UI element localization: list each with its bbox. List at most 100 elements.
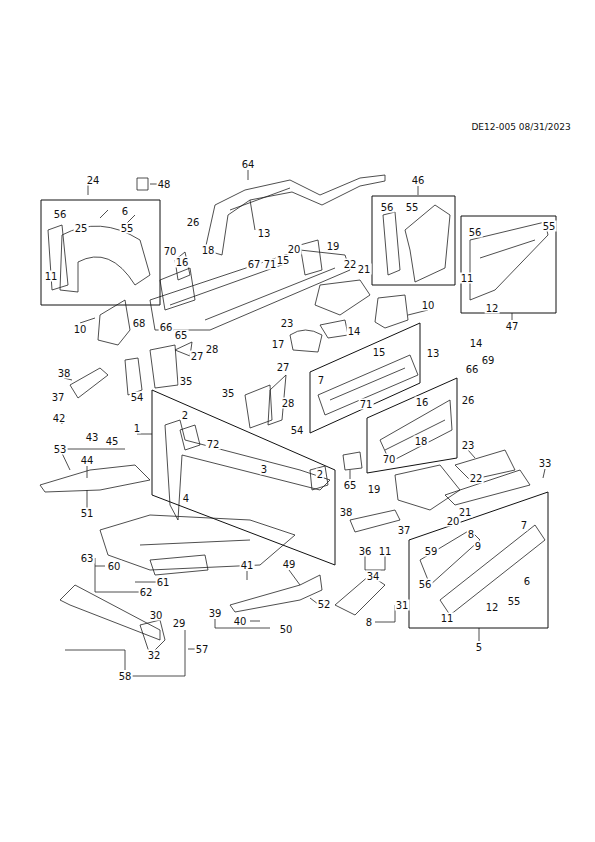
callout-number: 61 xyxy=(156,577,171,588)
callout-number: 56 xyxy=(468,227,483,238)
callout-number: 12 xyxy=(485,602,500,613)
callout-number: 71 xyxy=(359,399,374,410)
callout-number: 7 xyxy=(520,520,528,531)
callout-number: 51 xyxy=(80,508,95,519)
callout-number: 22 xyxy=(343,259,358,270)
callout-number: 65 xyxy=(343,480,358,491)
callout-number: 58 xyxy=(118,671,133,682)
callout-number: 31 xyxy=(395,600,410,611)
callout-number: 57 xyxy=(195,644,210,655)
callout-number: 19 xyxy=(326,241,341,252)
callout-number: 72 xyxy=(206,439,221,450)
group-frame: 1315771 xyxy=(310,323,420,433)
callout-number: 35 xyxy=(221,388,236,399)
callout-number: 54 xyxy=(130,392,145,403)
callout-number: 16 xyxy=(415,397,430,408)
callout-number: 20 xyxy=(287,244,302,255)
callout-number: 28 xyxy=(281,398,296,409)
callout-number: 18 xyxy=(414,436,429,447)
callout-number: 38 xyxy=(339,507,354,518)
callout-number: 45 xyxy=(105,436,120,447)
frame-outline xyxy=(409,492,548,628)
callout-number: 39 xyxy=(208,608,223,619)
frame-outline xyxy=(152,390,335,565)
group-frame: 465655 xyxy=(372,196,455,285)
frame-outline xyxy=(367,378,457,473)
callout-number: 50 xyxy=(279,624,294,635)
callout-number: 26 xyxy=(461,395,476,406)
callout-number: 19 xyxy=(367,484,382,495)
callout-number: 55 xyxy=(405,202,420,213)
callout-number: 23 xyxy=(280,318,295,329)
callout-number: 34 xyxy=(366,571,381,582)
callout-number: 38 xyxy=(57,368,72,379)
callout-number: 49 xyxy=(282,559,297,570)
callout-number: 8 xyxy=(467,529,475,540)
callout-number: 10 xyxy=(73,324,88,335)
callout-number: 5 xyxy=(475,642,483,653)
group-frame: 578959566551112 xyxy=(409,492,548,628)
callout-number: 37 xyxy=(51,392,66,403)
callout-number: 66 xyxy=(465,364,480,375)
callout-number: 6 xyxy=(121,206,129,217)
callout-number: 29 xyxy=(172,618,187,629)
callout-number: 44 xyxy=(80,455,95,466)
callout-number: 10 xyxy=(421,300,436,311)
callout-number: 67 xyxy=(247,259,262,270)
callout-number: 17 xyxy=(271,339,286,350)
callout-number: 70 xyxy=(382,454,397,465)
callout-number: 11 xyxy=(378,546,393,557)
callout-number: 40 xyxy=(233,616,248,627)
document-code: DE12-005 08/31/2023 xyxy=(470,122,571,133)
callout-number: 30 xyxy=(149,610,164,621)
callout-number: 15 xyxy=(276,255,291,266)
callout-number: 3 xyxy=(260,464,268,475)
callout-number: 70 xyxy=(163,246,178,257)
callout-number: 1 xyxy=(133,423,141,434)
callout-number: 56 xyxy=(380,202,395,213)
callout-number: 13 xyxy=(257,228,272,239)
callout-number: 48 xyxy=(157,179,172,190)
frame-outline xyxy=(310,323,420,433)
callout-number: 37 xyxy=(397,525,412,536)
callout-number: 35 xyxy=(179,376,194,387)
callout-number: 32 xyxy=(147,650,162,661)
callout-number: 2 xyxy=(181,410,189,421)
callout-number: 4 xyxy=(182,493,190,504)
callout-number: 43 xyxy=(85,432,100,443)
callout-number: 65 xyxy=(174,330,189,341)
group-frame: 4756551112 xyxy=(461,216,556,313)
callout-number: 55 xyxy=(507,596,522,607)
callout-number: 14 xyxy=(469,338,484,349)
callout-number: 46 xyxy=(411,175,426,186)
callout-number: 23 xyxy=(461,440,476,451)
callout-number: 41 xyxy=(240,560,255,571)
callout-number: 6 xyxy=(523,576,531,587)
callout-number: 11 xyxy=(44,271,59,282)
callout-number: 15 xyxy=(372,347,387,358)
callout-number: 9 xyxy=(474,541,482,552)
callout-number: 11 xyxy=(460,273,475,284)
callout-number: 54 xyxy=(290,425,305,436)
callout-number: 7 xyxy=(317,375,325,386)
callout-number: 14 xyxy=(347,326,362,337)
callout-number: 63 xyxy=(80,553,95,564)
callout-number: 24 xyxy=(86,175,101,186)
callout-number: 47 xyxy=(505,321,520,332)
callout-number: 60 xyxy=(107,561,122,572)
callout-number: 20 xyxy=(446,516,461,527)
callout-number: 11 xyxy=(440,613,455,624)
callout-number: 56 xyxy=(418,579,433,590)
callout-number: 16 xyxy=(175,257,190,268)
callout-number: 8 xyxy=(365,617,373,628)
callout-number: 69 xyxy=(481,355,496,366)
callout-number: 62 xyxy=(139,587,154,598)
callout-number: 21 xyxy=(357,264,372,275)
callout-number: 68 xyxy=(132,318,147,329)
callout-number: 12 xyxy=(485,303,500,314)
callout-number: 18 xyxy=(201,245,216,256)
callout-number: 66 xyxy=(159,322,174,333)
callout-number: 64 xyxy=(241,159,256,170)
callout-number: 59 xyxy=(424,546,439,557)
callout-number: 25 xyxy=(74,223,89,234)
